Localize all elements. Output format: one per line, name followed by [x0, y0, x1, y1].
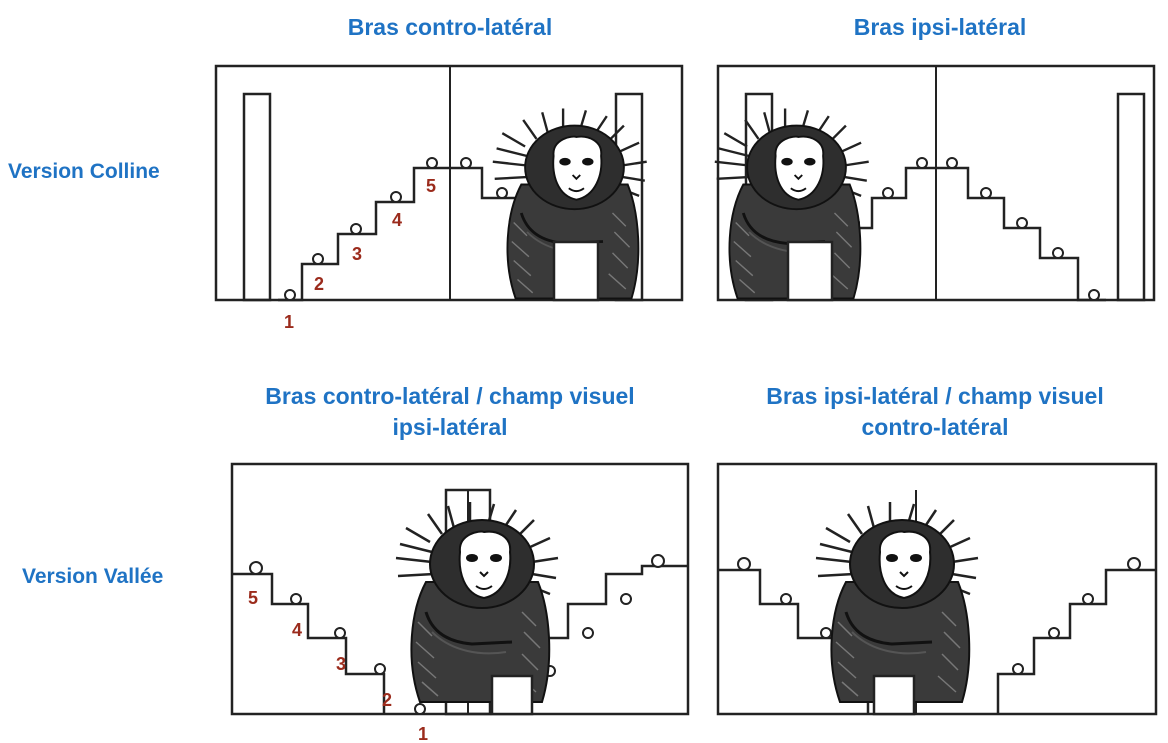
step-number-2: 2 — [314, 274, 324, 294]
heading-top-left: Bras contro-latéral — [347, 14, 553, 40]
step-number-4: 4 — [392, 210, 402, 230]
panel-vallee-contro: 1 2 3 4 5 — [230, 462, 690, 743]
row-label-vallee: Version Vallée — [22, 565, 164, 588]
step-number-3-vallee: 3 — [336, 654, 346, 674]
heading-bottom-right-line2: contro-latéral — [861, 414, 1009, 440]
heading-bottom-left: Bras contro-latéral / champ visuel ipsi-… — [200, 381, 700, 443]
heading-bottom-left-line2: ipsi-latéral — [392, 414, 508, 440]
step-number-5: 5 — [426, 176, 436, 196]
row-label-colline: Version Colline — [8, 160, 160, 183]
heading-top-right: Bras ipsi-latéral — [853, 14, 1027, 40]
step-number-4-vallee: 4 — [292, 620, 302, 640]
step-number-3: 3 — [352, 244, 362, 264]
panel-colline-ipsi — [713, 64, 1156, 302]
step-number-5-vallee: 5 — [248, 588, 258, 608]
step-number-2-vallee: 2 — [382, 690, 392, 710]
heading-bottom-left-line1: Bras contro-latéral / champ visuel — [265, 383, 635, 409]
panel-vallee-ipsi — [716, 462, 1158, 716]
step-number-1-vallee: 1 — [418, 724, 428, 743]
heading-bottom-right-line1: Bras ipsi-latéral / champ visuel — [766, 383, 1104, 409]
heading-bottom-right: Bras ipsi-latéral / champ visuel contro-… — [700, 381, 1168, 443]
panel-colline-contro: 1 2 3 4 5 — [214, 64, 684, 332]
step-number-1: 1 — [284, 312, 294, 332]
